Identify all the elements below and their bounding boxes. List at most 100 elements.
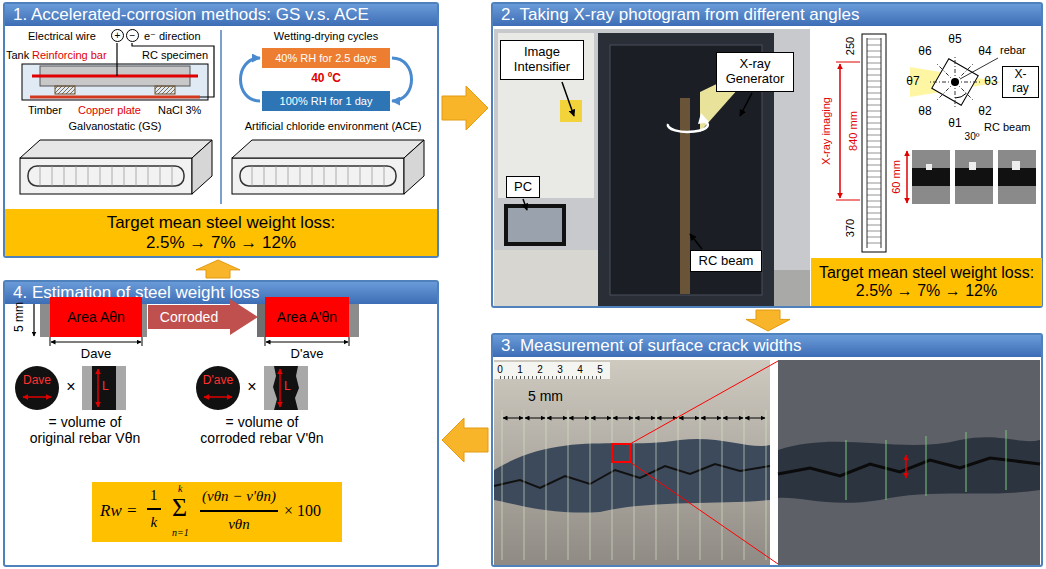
section-circle: Dave bbox=[14, 365, 60, 411]
dimension-label: L bbox=[284, 380, 291, 394]
xray-room-photo-part bbox=[740, 93, 752, 116]
crack-photo-part bbox=[503, 418, 523, 419]
box-text: RC beam bbox=[699, 254, 754, 269]
angle-diagram bbox=[910, 55, 1002, 109]
galvanostatic-setup-part bbox=[22, 64, 208, 100]
crack-photo-part bbox=[494, 464, 770, 488]
beam-elevation-part bbox=[881, 38, 882, 248]
ruler-number: 0 bbox=[497, 364, 503, 376]
circle-shape bbox=[14, 365, 60, 411]
area-box: Area A'θn bbox=[265, 297, 349, 337]
beam-elevation bbox=[836, 34, 886, 252]
beam-3d-drawing-part bbox=[240, 166, 396, 186]
angle-diagram-part bbox=[932, 59, 978, 105]
ruler-number: 2 bbox=[537, 364, 543, 376]
target-band: Target mean steel weight loss: 2.5% → 7%… bbox=[811, 258, 1042, 306]
xray-images-part bbox=[998, 168, 1036, 186]
angle-diagram-part bbox=[955, 93, 966, 98]
crack-photo-part bbox=[723, 418, 743, 419]
cycle-arrow bbox=[392, 58, 412, 101]
dimension-label: 60 mm bbox=[890, 160, 903, 194]
arrow-text: Corroded bbox=[148, 299, 230, 335]
galvanostatic-setup-part bbox=[132, 43, 214, 97]
box-text: Image Intensifier bbox=[505, 45, 579, 75]
rebar-section-figure-part bbox=[97, 369, 99, 407]
xray-images-part bbox=[926, 164, 932, 170]
box-text: 100% RH for 1 day bbox=[280, 95, 373, 108]
xray-source-box: X-ray bbox=[1002, 66, 1039, 98]
crack-photo-part bbox=[778, 458, 1040, 476]
box-text: Target mean steel weight loss: 2.5% → 7%… bbox=[91, 213, 351, 252]
part-label: Tank bbox=[6, 49, 29, 62]
xray-images-part bbox=[1012, 161, 1020, 170]
crack-photo-part bbox=[502, 410, 766, 560]
part-label: Reinforcing bar bbox=[32, 49, 107, 62]
photo-callout: PC bbox=[506, 176, 540, 198]
formula-term: Σ bbox=[172, 493, 187, 523]
xray-images-part bbox=[955, 150, 993, 204]
crack-photo-part bbox=[494, 439, 770, 513]
angle-diagram-part bbox=[928, 55, 982, 109]
crack-photo-part bbox=[569, 418, 589, 419]
crack-photo-part bbox=[547, 418, 567, 419]
crack-photo-part bbox=[679, 418, 699, 419]
operator-sign: × bbox=[247, 378, 256, 396]
part-label: Copper plate bbox=[78, 104, 141, 117]
crack-photo-part bbox=[494, 362, 610, 379]
rebar-section-figure-part bbox=[50, 337, 349, 346]
dimension-label: 5 mm bbox=[528, 388, 563, 404]
angle-label: θ4 bbox=[978, 45, 991, 59]
xray-room-photo-part bbox=[523, 199, 527, 210]
beam-3d-drawing-part bbox=[20, 158, 192, 194]
beam-3d-drawing-part bbox=[252, 166, 384, 186]
box-text: 40% RH for 2.5 days bbox=[275, 52, 377, 65]
formula-term: n=1 bbox=[172, 527, 189, 539]
crack-photo-part bbox=[613, 418, 633, 419]
circle-shape bbox=[195, 365, 241, 411]
galvanostatic-setup-part bbox=[155, 86, 175, 94]
ruler-number: 1 bbox=[517, 364, 523, 376]
flow-arrow bbox=[746, 310, 790, 331]
crack-photo-part bbox=[657, 418, 677, 419]
angle-label: θ5 bbox=[948, 33, 961, 47]
photo-callout: Image Intensifier bbox=[500, 40, 584, 80]
method-caption: Artificial chloride environment (ACE) bbox=[245, 120, 422, 133]
xray-room-photo-part bbox=[680, 98, 690, 294]
xray-images-part bbox=[969, 162, 976, 170]
dimension-label: 370 bbox=[844, 219, 857, 237]
xray-images-part bbox=[912, 168, 950, 186]
rebar-section bbox=[196, 366, 240, 410]
crack-photo-part bbox=[701, 418, 721, 419]
angle-label: θ2 bbox=[978, 105, 991, 119]
crack-photo-part bbox=[503, 418, 765, 419]
xray-images bbox=[907, 150, 1036, 204]
dimension-label: Dave bbox=[81, 347, 111, 362]
crack-photo-part bbox=[494, 360, 770, 565]
formula-box: Rw =1kkΣn=1(vθn − v'θn)vθn× 100 bbox=[92, 482, 342, 542]
part-label: Timber bbox=[28, 104, 62, 117]
terminal-sign: + bbox=[111, 29, 124, 42]
part-label: RC beam bbox=[984, 121, 1030, 134]
xray-images-part bbox=[912, 150, 950, 204]
formula-term: k bbox=[178, 483, 182, 495]
galvanostatic-setup bbox=[22, 43, 214, 100]
xray-images-part bbox=[998, 150, 1036, 204]
box-text: X-ray bbox=[1007, 68, 1034, 96]
flow-arrow bbox=[442, 418, 488, 462]
box-text: X-ray Generator bbox=[721, 57, 789, 87]
photo-callout: RC beam bbox=[690, 250, 762, 272]
area-box: Area Aθn bbox=[50, 297, 142, 337]
beam-elevation-part bbox=[867, 38, 868, 248]
beam-3d-drawing-part bbox=[404, 140, 424, 194]
rebar-section-figure-part bbox=[51, 341, 141, 342]
xray-room-photo-part bbox=[504, 204, 566, 246]
xray-images-part bbox=[906, 151, 908, 203]
galvanostatic-setup-part bbox=[30, 96, 200, 99]
ruler-number: 3 bbox=[557, 364, 563, 376]
part-label: RC specimen bbox=[142, 49, 208, 62]
crack-photo-part bbox=[905, 455, 907, 478]
beam-3d-drawing-part bbox=[232, 158, 404, 194]
method-caption: Galvanostatic (GS) bbox=[69, 120, 162, 133]
fraction-bar bbox=[147, 508, 161, 510]
dimension-label: D'ave bbox=[291, 347, 324, 362]
